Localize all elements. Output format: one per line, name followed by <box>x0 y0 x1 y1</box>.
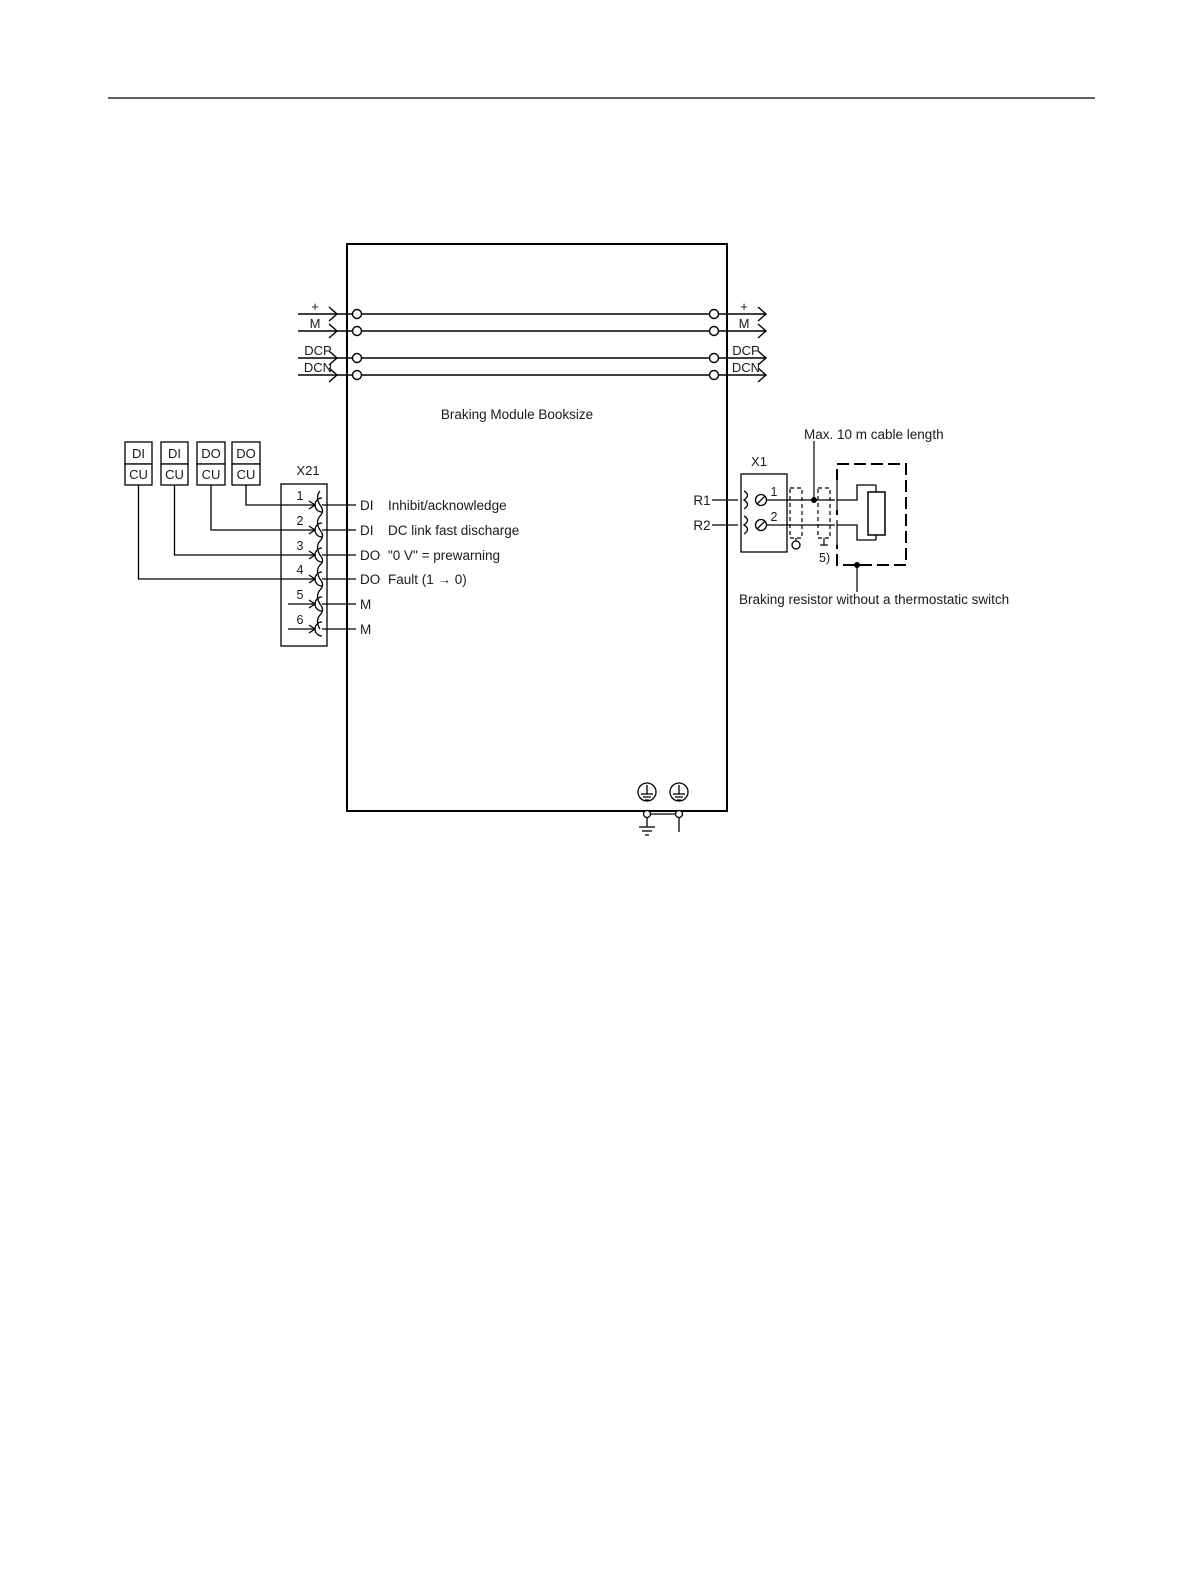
x1-connector <box>741 474 787 552</box>
x21-pin-4-desc: Fault (1 → 0) <box>388 572 467 587</box>
x21-pin-4-type: DO <box>360 572 380 587</box>
resistor-junction-dot <box>854 562 860 568</box>
x21-pin-3-type: DO <box>360 548 380 563</box>
dc-bus-right-label-dcn: DCN <box>732 360 760 375</box>
x21-label: X21 <box>296 463 319 478</box>
dc-bus <box>298 307 766 382</box>
cu-block-1-bottom: CU <box>129 467 148 482</box>
dc-bus-left-label-plus: + <box>311 299 319 314</box>
x21-pin-1-desc: Inhibit/acknowledge <box>388 498 507 513</box>
braking-resistor-label: Braking resistor without a thermostatic … <box>739 592 1009 607</box>
x21-pin-2-number: 2 <box>297 514 304 528</box>
cu-block-1-top: DI <box>132 446 145 461</box>
dc-bus-left-label-dcp: DCP <box>304 343 331 358</box>
braking-resistor <box>837 464 906 592</box>
dc-bus-left-label-m: M <box>310 316 321 331</box>
protective-earth-icon <box>638 783 688 801</box>
x21-pin-4-number: 4 <box>297 563 304 577</box>
x21-pin-5-number: 5 <box>297 588 304 602</box>
x21-pin-5-type: M <box>360 597 371 612</box>
x1-pin-1-number: 1 <box>771 485 778 499</box>
x1-r1-label: R1 <box>693 493 710 508</box>
cable-shield <box>790 441 830 545</box>
cu-block-3-top: DO <box>201 446 221 461</box>
x21-pin-3-desc: "0 V" = prewarning <box>388 548 500 563</box>
x1-pin-2-number: 2 <box>771 510 778 524</box>
x21-pin-6-number: 6 <box>297 613 304 627</box>
x21-pin-3-number: 3 <box>297 539 304 553</box>
dc-bus-right-label-plus: + <box>740 299 748 314</box>
x21-pin-6-type: M <box>360 622 371 637</box>
x21-pin-1-number: 1 <box>297 489 304 503</box>
dc-bus-left-label-dcn: DCN <box>304 360 332 375</box>
module-title: Braking Module Booksize <box>441 407 593 422</box>
cu-block-4-bottom: CU <box>237 467 256 482</box>
cu-block-3-bottom: CU <box>202 467 221 482</box>
ground-connection-icon <box>639 811 683 836</box>
cu-block-2-top: DI <box>168 446 181 461</box>
cu-block-2-bottom: CU <box>165 467 184 482</box>
x1-r2-label: R2 <box>693 518 710 533</box>
cable-length-note: Max. 10 m cable length <box>804 427 944 442</box>
x21-pin-2-type: DI <box>360 523 374 538</box>
dc-bus-right-label-m: M <box>739 316 750 331</box>
x21-pin-1-type: DI <box>360 498 374 513</box>
footnote-marker: 5) <box>819 551 830 565</box>
cable-junction-dot <box>811 497 817 503</box>
x1-label: X1 <box>751 454 767 469</box>
cu-x21-wires <box>139 485 289 579</box>
cu-block-4-top: DO <box>236 446 256 461</box>
dc-bus-right-label-dcp: DCP <box>732 343 759 358</box>
x21-pin-2-desc: DC link fast discharge <box>388 523 519 538</box>
